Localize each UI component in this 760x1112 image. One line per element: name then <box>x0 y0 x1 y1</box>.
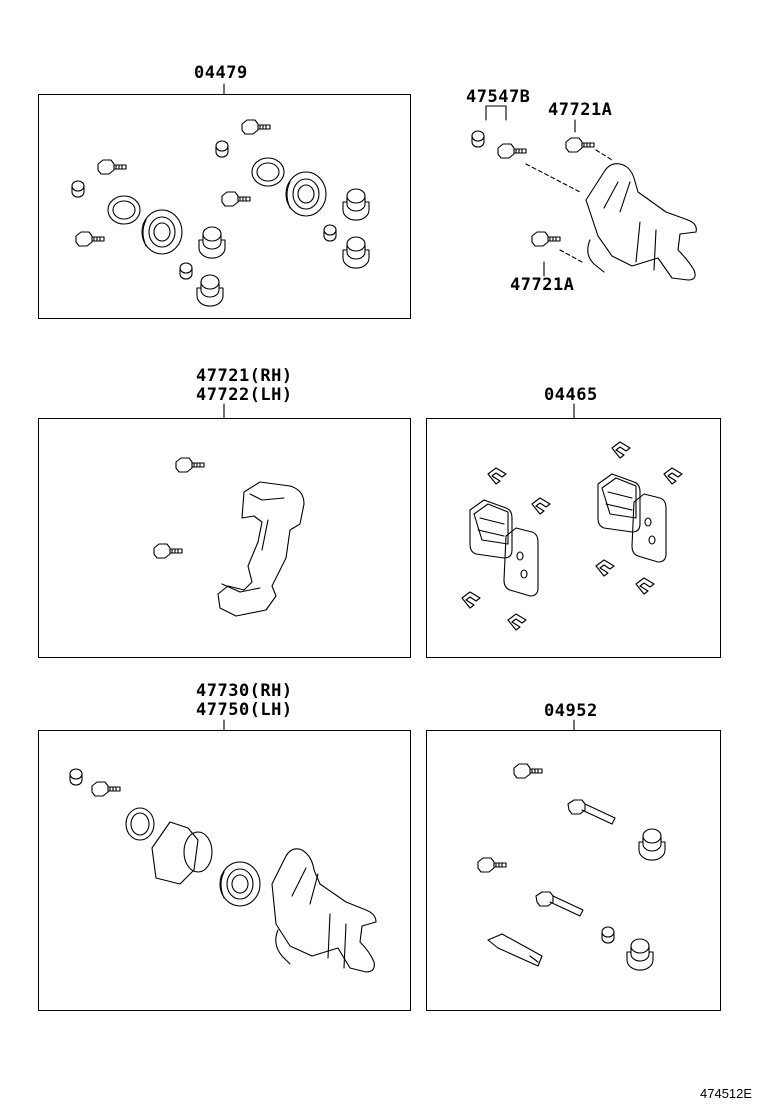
part-label-47750-lh: 47750(LH) <box>196 700 293 720</box>
part-label-04952: 04952 <box>544 701 598 721</box>
panel-box-47721 <box>38 418 411 658</box>
part-label-04479: 04479 <box>194 63 248 83</box>
part-label-47730-rh: 47730(RH) <box>196 681 293 701</box>
part-label-04465: 04465 <box>544 385 598 405</box>
panel-box-04465 <box>426 418 721 658</box>
part-label-47722-lh: 47722(LH) <box>196 385 293 405</box>
part-label-47721-rh: 47721(RH) <box>196 366 293 386</box>
panel-box-47730 <box>38 730 411 1011</box>
part-label-47721a-bottom: 47721A <box>510 275 575 295</box>
part-label-47547b: 47547B <box>466 87 531 107</box>
panel-box-04952 <box>426 730 721 1011</box>
panel-box-04479 <box>38 94 411 319</box>
figure-code: 474512E <box>700 1086 753 1101</box>
part-label-47721a-top: 47721A <box>548 100 613 120</box>
